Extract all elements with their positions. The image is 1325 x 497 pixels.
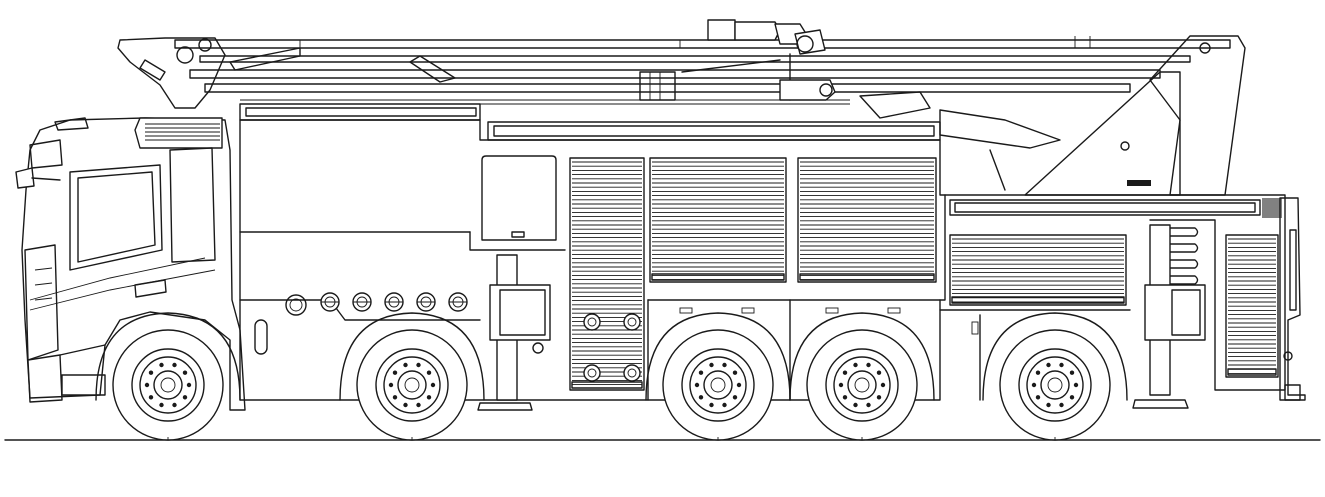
shutter-couplings — [583, 313, 641, 382]
wheel — [789, 312, 935, 441]
body — [239, 103, 1306, 401]
hose-coupling — [352, 292, 372, 312]
wheel — [339, 312, 485, 441]
roller-shutter — [949, 234, 1127, 306]
roof-vent-grille — [145, 123, 220, 141]
roller-shutter — [797, 157, 937, 283]
hose-coupling — [384, 292, 404, 312]
locker-door — [481, 155, 557, 241]
hose-coupling — [448, 292, 468, 312]
hose-couplings — [320, 292, 468, 312]
roller-shutter — [1225, 234, 1279, 378]
boom-assembly — [117, 19, 1246, 196]
wheels — [95, 312, 1128, 441]
outrigger-rear — [1132, 224, 1206, 409]
outrigger-front — [477, 254, 551, 411]
hose-rack — [1169, 227, 1199, 285]
roller-shutter — [569, 157, 645, 391]
wheel — [645, 312, 791, 441]
hose-coupling — [416, 292, 436, 312]
cab — [15, 117, 246, 411]
pressure-gauge — [285, 294, 307, 316]
hose-coupling — [320, 292, 340, 312]
pump-panel-edge — [239, 299, 481, 321]
roller-shutters — [569, 157, 1279, 391]
roller-shutter — [649, 157, 787, 283]
wheel — [95, 312, 241, 441]
wheel — [982, 312, 1128, 441]
